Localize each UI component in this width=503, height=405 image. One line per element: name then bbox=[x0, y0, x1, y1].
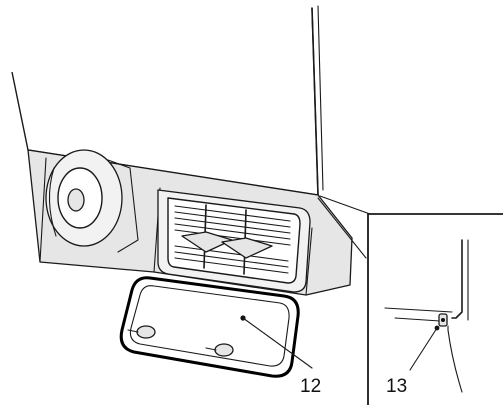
inset-door-edge bbox=[451, 239, 463, 319]
filter-grip-right bbox=[221, 237, 273, 259]
plinth-right-corner bbox=[305, 227, 313, 296]
left-round-opening bbox=[45, 149, 139, 253]
callout-13-leader bbox=[409, 327, 438, 371]
door-edge-inner bbox=[317, 5, 324, 191]
cover-tab-left bbox=[127, 325, 156, 339]
inset-panel-line bbox=[384, 307, 453, 313]
cover-tab-right bbox=[205, 343, 234, 357]
inset-panel-shadow bbox=[394, 317, 441, 322]
opening-bracket bbox=[107, 159, 139, 253]
detail-inset bbox=[317, 195, 503, 405]
plinth-left-edge bbox=[39, 157, 47, 263]
filter-housing bbox=[157, 189, 311, 293]
opening-shadow-arc bbox=[48, 167, 57, 237]
inset-pointer-upper bbox=[319, 195, 371, 215]
door-edge bbox=[311, 7, 319, 196]
cover-inner-edge bbox=[129, 285, 290, 367]
callout-13-label: 13 bbox=[386, 376, 407, 397]
opening-hub bbox=[67, 188, 85, 212]
inset-frame bbox=[367, 213, 503, 405]
callout-12-label: 12 bbox=[300, 376, 321, 397]
inset-pointer-lower bbox=[317, 197, 367, 259]
filter-cover bbox=[119, 276, 300, 378]
grille-slats bbox=[174, 205, 291, 274]
cover-outline bbox=[119, 276, 300, 378]
inset-lower-edge bbox=[447, 325, 463, 393]
release-lever-pin bbox=[441, 318, 445, 322]
callout-12-leader bbox=[242, 317, 313, 369]
